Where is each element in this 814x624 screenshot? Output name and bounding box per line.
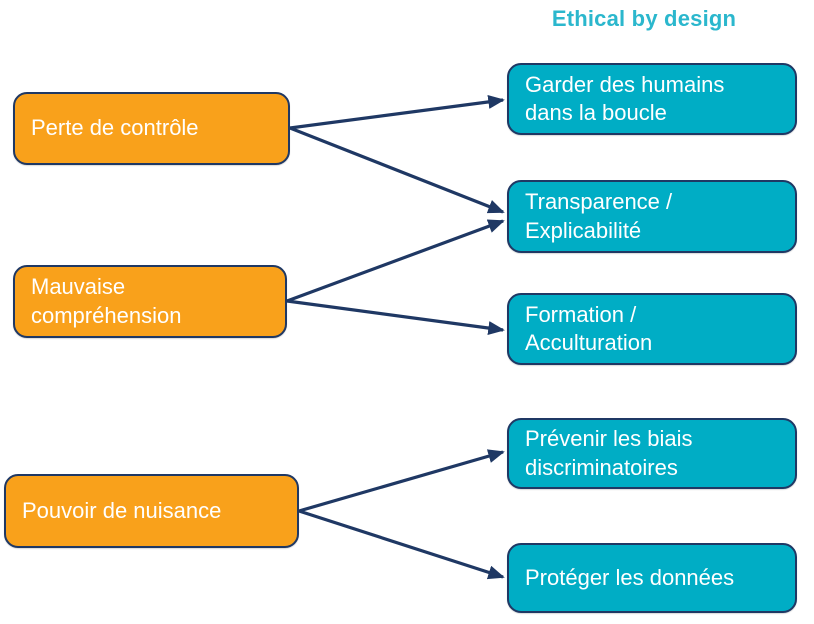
diagram-title: Ethical by design [551, 6, 737, 31]
arrow-perte-to-transparence [289, 126, 505, 214]
node-label: Perte de contrôle [31, 115, 199, 141]
arrow-pouvoir-to-proteger [298, 509, 505, 580]
arrow-pouvoir-to-prevenir [298, 449, 505, 513]
measure-node-transparence: Transparence / Explicabilité [507, 180, 797, 253]
arrow-group [286, 94, 505, 580]
node-label: Prévenir les biais discriminatoires [525, 426, 693, 480]
arrow-mauvaise-to-formation [286, 299, 505, 336]
node-label: Transparence / Explicabilité [525, 189, 673, 243]
node-label: Garder des humains dans la boucle [525, 71, 725, 125]
risk-node-perte: Perte de contrôle [13, 92, 290, 165]
measure-node-proteger: Protéger les données [507, 543, 797, 613]
risk-node-pouvoir: Pouvoir de nuisance [4, 474, 299, 548]
arrow-perte-to-garder [289, 94, 505, 130]
measure-node-garder: Garder des humains dans la boucle [507, 63, 797, 135]
measure-node-formation: Formation / Acculturation [507, 293, 797, 365]
node-label: Protéger les données [525, 564, 735, 590]
node-label: Pouvoir de nuisance [22, 497, 222, 523]
node-label: Mauvaise compréhension [31, 274, 182, 328]
arrow-mauvaise-to-transparence [286, 219, 505, 303]
measure-node-prevenir: Prévenir les biais discriminatoires [507, 418, 797, 489]
risk-node-mauvaise: Mauvaise compréhension [13, 265, 287, 338]
node-label: Formation / Acculturation [525, 301, 653, 355]
